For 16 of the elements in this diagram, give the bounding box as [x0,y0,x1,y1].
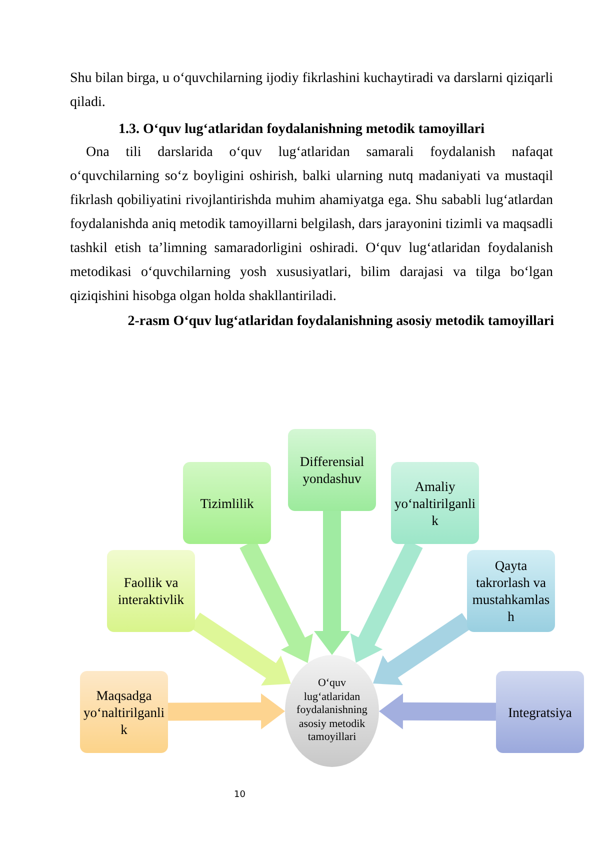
page-number: 10 [234,790,246,800]
principle-box: Qayta takrorlash va mustahkamlash [467,550,555,632]
block-arrow [314,511,350,655]
block-arrow [379,693,496,730]
principle-box: Integratsiya [496,671,584,753]
paragraph: Shu bilan birga, u o‘quvchilarning ijodiy fikrlashini kuchaytiradi va darslarni qiziqarli qiladi. [70,70,553,112]
section-heading: 1.3. O‘quv lug‘atlaridan foydalanishning metodik tamoyillari [118,121,486,139]
center-ellipse: O‘quv lug‘atlaridan foydalanishning asosiy metodik tamoyillari [285,655,379,767]
principle-box: Maqsadga yo‘naltirilganlik [80,671,168,753]
figure-caption: 2-rasm O‘quv lug‘atlaridan foydalanishning asosiy metodik tamoyillari [126,313,554,331]
block-arrow [168,693,285,730]
paragraph: Ona tili darslarida o‘quv lug‘atlaridan samarali foydalanish nafaqat o‘quvchilarning so‘z boyligini oshirish, balki ularning nutq madaniyati va mustaqil fikrlash qobiliyatini rivojlantirishda muhim ahamiyatga ega. Shu sababli lug‘atlardan foydalanishda aniq metodik tamoyillarni belgilash, dars jarayonini tizimli va maqsadli tashkil etish ta’limning samaradorligini oshiradi. O‘quv lug‘atlaridan foydalanish metodikasi o‘quvchilarning yosh xususiyatlari, bilim darajasi va tilga bo‘lgan qiziqishini hisobga olgan holda shakllantiriladi. [70,144,553,306]
principle-box: Faollik va interaktivlik [107,550,195,632]
principle-box: Differensial yondashuv [288,429,376,511]
principle-box: Tizimlilik [183,462,271,544]
principle-box: Amaliy yo‘naltirilganlik [391,462,479,544]
